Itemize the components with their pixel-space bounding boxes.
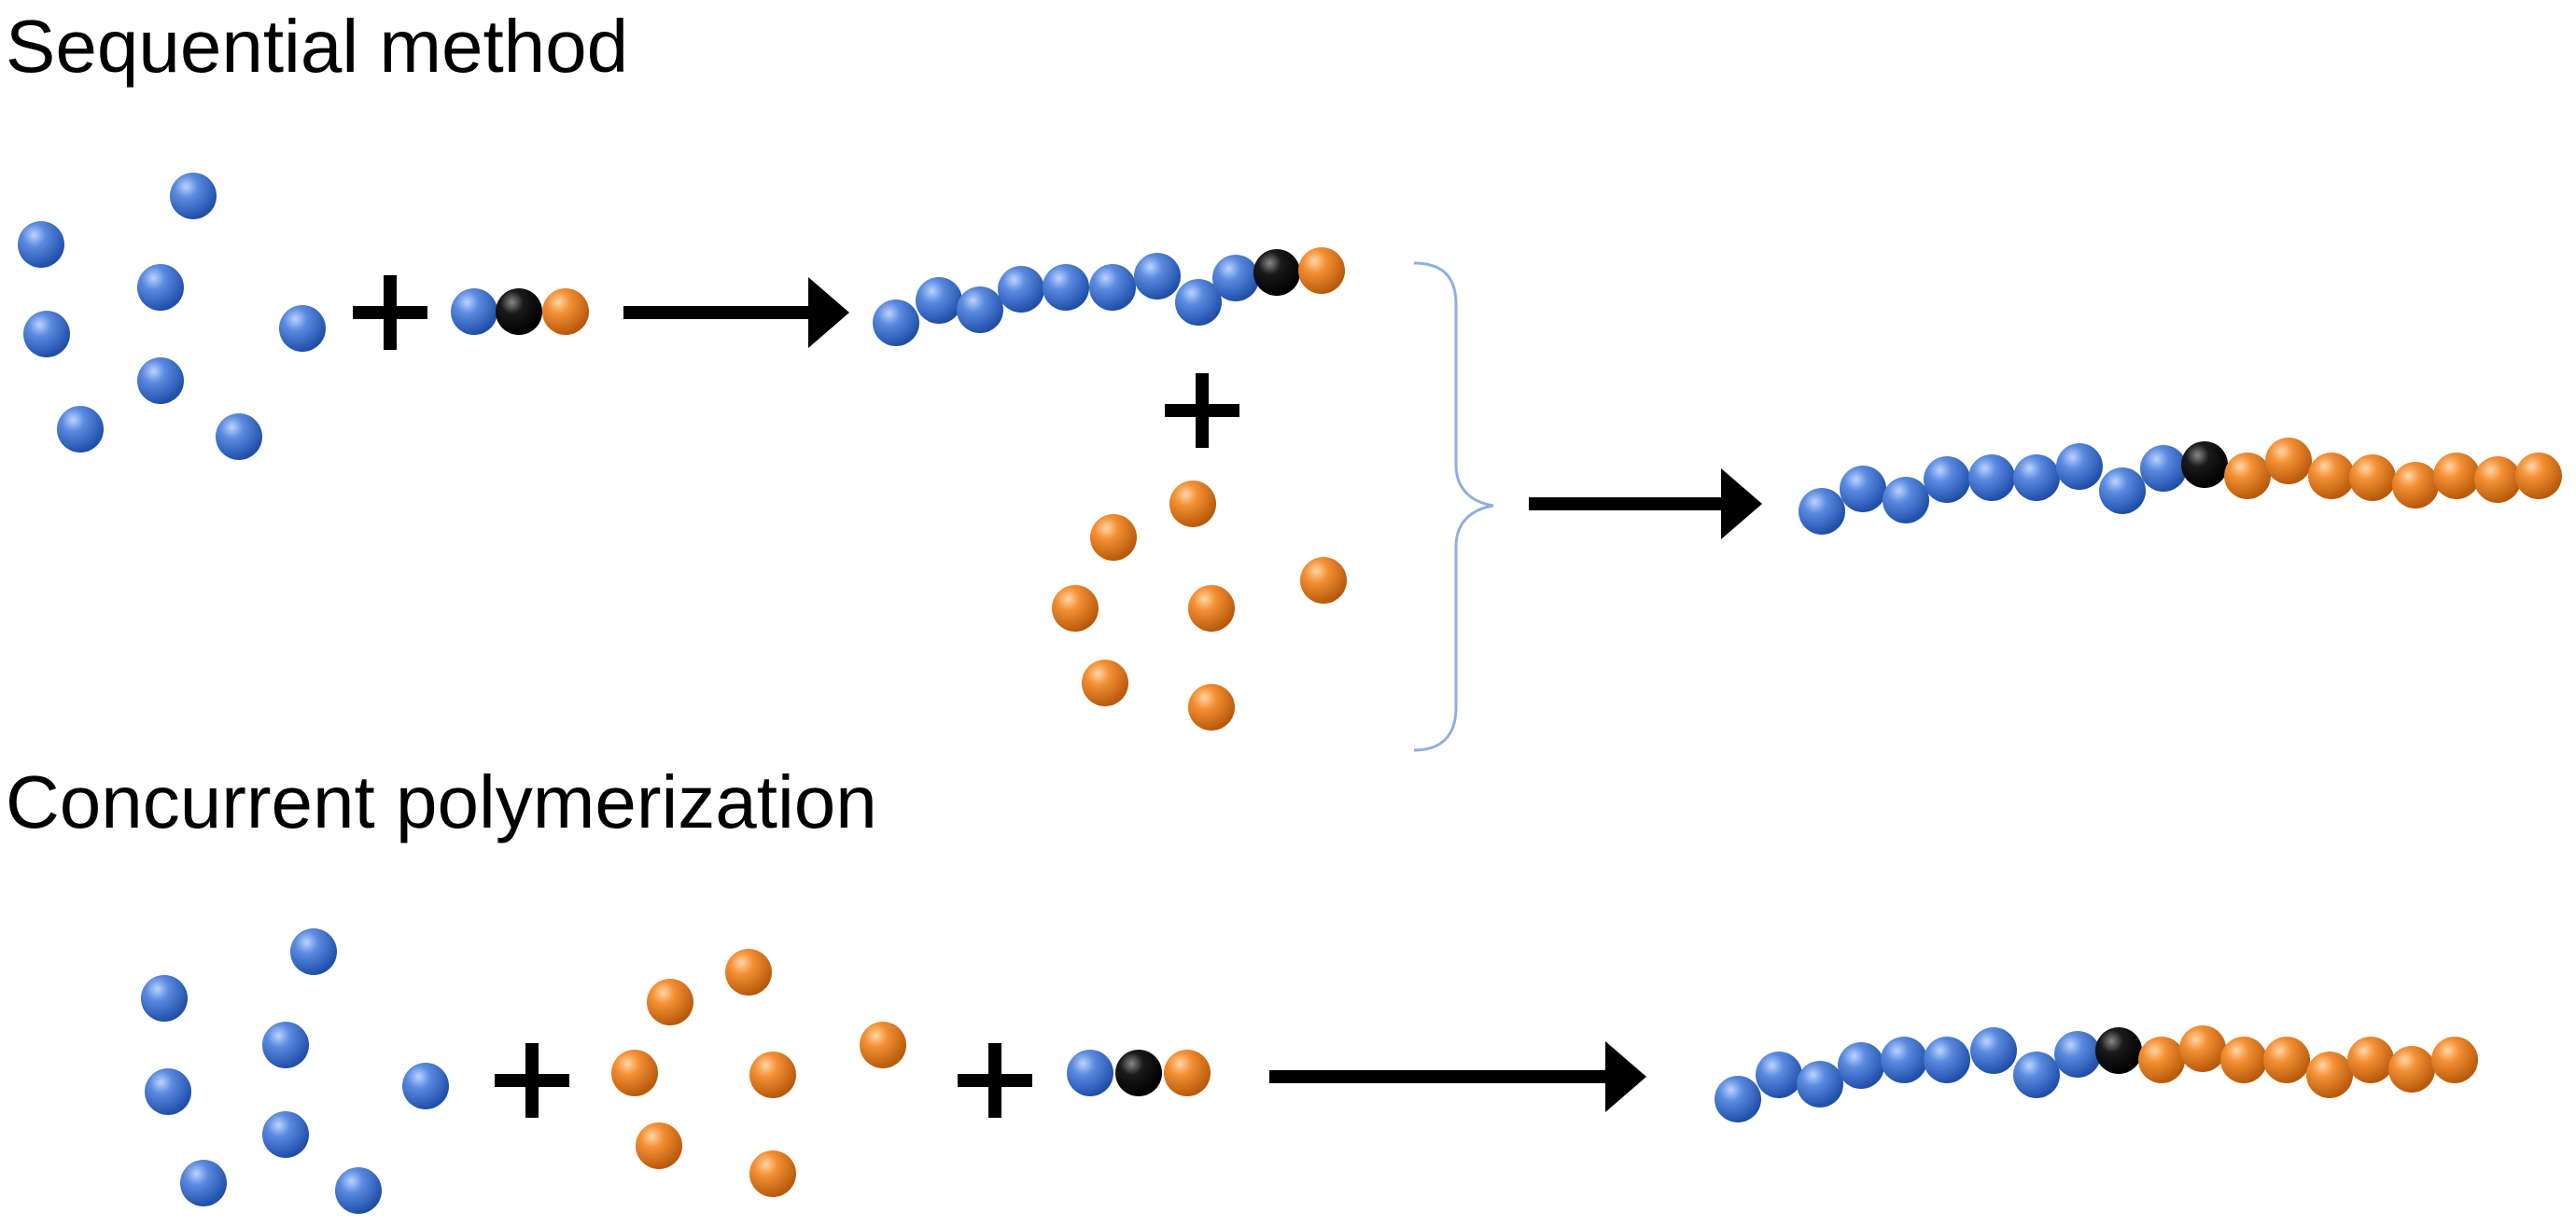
plus-sign (353, 275, 427, 350)
blue-monomer (137, 357, 184, 404)
blue-monomer (216, 413, 262, 460)
macroinitiator-blue-unit (1134, 253, 1181, 300)
blue-monomer (141, 975, 188, 1022)
block-copolymer-blue-unit (1715, 1076, 1761, 1122)
blue-monomer (262, 1111, 309, 1158)
macroinitiator-blue-unit (998, 266, 1044, 313)
block-copolymer-blue-unit (1924, 1037, 1970, 1083)
concurrent-polymerization-title: Concurrent polymerization (6, 760, 877, 843)
initiator-sphere (1253, 249, 1300, 296)
block-copolymer-blue-unit (1970, 1027, 2017, 1074)
orange-monomer (860, 1022, 906, 1068)
blue-monomer (262, 1022, 309, 1068)
macroinitiator-blue-unit (1175, 279, 1222, 326)
block-copolymer-blue-unit (1797, 1061, 1843, 1108)
diblock-copolymer-blue-unit (1924, 456, 1970, 503)
diblock-copolymer-orange-unit (2392, 462, 2439, 509)
plus-sign (495, 1043, 569, 1118)
diblock-copolymer-orange-unit (2349, 454, 2396, 501)
orange-monomer (1300, 557, 1347, 604)
initiator-sphere (2181, 441, 2228, 488)
orange-monomer (647, 979, 693, 1025)
orange-monomer (725, 949, 772, 996)
blue-monomer (170, 173, 217, 219)
blue-monomer (137, 264, 184, 311)
block-copolymer-orange-unit (2431, 1037, 2478, 1083)
orange-monomer (749, 1150, 796, 1197)
orange-monomer (1188, 585, 1235, 632)
diblock-copolymer-blue-unit (2056, 443, 2103, 490)
diblock-copolymer-orange-unit (2433, 453, 2480, 499)
orange-monomer (1052, 585, 1099, 632)
blue-monomer (335, 1167, 382, 1214)
initiator-unit-orange-unit (1164, 1050, 1211, 1096)
initiator-sphere (2095, 1027, 2142, 1074)
blue-monomer (402, 1063, 449, 1109)
orange-monomer (1090, 514, 1137, 561)
block-copolymer-orange-unit (2263, 1037, 2310, 1083)
macroinitiator-blue-unit (1043, 264, 1089, 311)
diblock-copolymer-blue-unit (1799, 488, 1845, 535)
block-copolymer-orange-unit (2347, 1037, 2394, 1083)
diblock-copolymer-blue-unit (1968, 454, 2015, 501)
diblock-copolymer-blue-unit (1840, 466, 1886, 512)
macroinitiator-orange-unit (1298, 247, 1345, 294)
diblock-copolymer-orange-unit (2515, 453, 2562, 499)
initiator-sphere (496, 288, 542, 335)
orange-monomer (636, 1122, 682, 1169)
diblock-copolymer-blue-unit (2099, 467, 2146, 514)
reaction-arrow (1529, 468, 1762, 539)
diblock-copolymer-blue-unit (2140, 445, 2187, 492)
initiator-unit-orange-unit (542, 288, 589, 335)
blue-monomer (145, 1068, 191, 1115)
block-copolymer-orange-unit (2306, 1052, 2353, 1098)
curly-bracket (1413, 261, 1494, 752)
block-copolymer-orange-unit (2179, 1025, 2226, 1072)
block-copolymer-blue-unit (1881, 1037, 1927, 1083)
macroinitiator-blue-unit (916, 277, 962, 324)
initiator-sphere (1115, 1050, 1162, 1096)
block-copolymer-orange-unit (2220, 1037, 2267, 1083)
orange-monomer (1082, 660, 1128, 706)
blue-monomer (18, 221, 64, 268)
plus-sign (1165, 373, 1239, 448)
diblock-copolymer-orange-unit (2308, 453, 2355, 499)
diblock-copolymer-orange-unit (2224, 453, 2271, 499)
blue-monomer (57, 406, 104, 453)
orange-monomer (749, 1052, 796, 1098)
orange-monomer (1188, 684, 1235, 731)
reaction-arrow (623, 277, 849, 348)
orange-monomer (1169, 481, 1216, 527)
block-copolymer-blue-unit (2013, 1052, 2060, 1098)
blue-monomer (279, 305, 326, 352)
blue-monomer (290, 928, 337, 975)
macroinitiator-blue-unit (873, 300, 919, 346)
initiator-unit-blue-unit (451, 288, 497, 335)
sequential-method-title: Sequential method (6, 5, 629, 88)
initiator-unit-blue-unit (1067, 1050, 1113, 1096)
block-copolymer-orange-unit (2138, 1037, 2185, 1083)
block-copolymer-blue-unit (1838, 1042, 1884, 1089)
orange-monomer (611, 1050, 658, 1096)
macroinitiator-blue-unit (957, 286, 1003, 333)
diblock-copolymer-blue-unit (1883, 477, 1929, 523)
block-copolymer-orange-unit (2388, 1046, 2435, 1093)
diblock-copolymer-orange-unit (2265, 438, 2312, 484)
plus-sign (958, 1043, 1032, 1118)
block-copolymer-blue-unit (2054, 1031, 2101, 1078)
macroinitiator-blue-unit (1212, 255, 1259, 301)
diblock-copolymer-orange-unit (2474, 456, 2521, 503)
macroinitiator-blue-unit (1089, 264, 1136, 311)
diblock-copolymer-blue-unit (2013, 454, 2060, 501)
blue-monomer (180, 1160, 227, 1206)
blue-monomer (23, 311, 70, 357)
block-copolymer-blue-unit (1756, 1052, 1802, 1098)
reaction-arrow (1269, 1041, 1646, 1112)
